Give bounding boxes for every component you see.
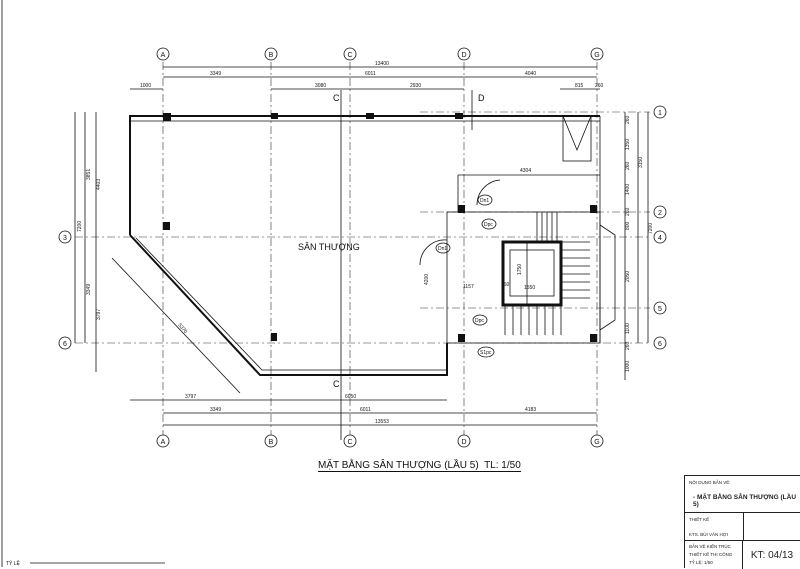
svg-text:S1pc: S1pc: [480, 350, 492, 356]
svg-text:A: A: [161, 52, 166, 59]
designer: KTS. BÙI VĂN HỢI: [689, 532, 728, 537]
svg-text:260: 260: [625, 341, 631, 350]
svg-text:2930: 2930: [410, 83, 421, 89]
columns: [163, 113, 597, 342]
svg-text:2050: 2050: [625, 271, 631, 282]
svg-text:3797: 3797: [96, 309, 102, 320]
section-mark: C: [333, 379, 340, 389]
room-label: SÂN THƯỢNG: [298, 242, 360, 252]
stairs: [504, 212, 590, 335]
svg-text:3797: 3797: [185, 394, 196, 400]
svg-text:7200: 7200: [648, 223, 654, 234]
svg-text:4304: 4304: [520, 168, 531, 174]
section-mark: D: [478, 93, 485, 103]
svg-text:6: 6: [63, 341, 67, 348]
svg-text:260: 260: [595, 83, 604, 89]
svg-text:Dn1: Dn1: [438, 246, 447, 252]
svg-text:4403: 4403: [96, 179, 102, 190]
dimensions-bottom: 3797 6050 3349 6011 4183 13553: [130, 394, 597, 426]
svg-text:C: C: [347, 52, 352, 59]
svg-text:1350: 1350: [625, 139, 631, 150]
svg-text:1157: 1157: [463, 284, 474, 290]
type-line3: TỶ LỆ: 1/50: [689, 560, 713, 565]
design-label: THIẾT KẾ: [689, 517, 710, 522]
svg-text:3349: 3349: [210, 407, 221, 413]
svg-text:6: 6: [658, 341, 662, 348]
svg-text:260: 260: [625, 207, 631, 216]
svg-text:7200: 7200: [77, 221, 83, 232]
scale-bar: TỶ LỆ: [6, 559, 165, 567]
walls: [111, 115, 616, 394]
svg-text:1100: 1100: [625, 323, 631, 334]
svg-text:Dpc: Dpc: [475, 318, 484, 324]
title-block: NỘI DUNG BẢN VẼ: - MẶT BẰNG SÂN THƯỢNG (…: [684, 475, 800, 569]
svg-text:1000: 1000: [625, 361, 631, 372]
svg-text:6011: 6011: [360, 407, 371, 413]
svg-text:815: 815: [575, 83, 584, 89]
svg-text:A: A: [161, 439, 166, 446]
svg-text:2: 2: [658, 210, 662, 217]
svg-text:13553: 13553: [375, 419, 389, 425]
core-dimensions: 4304 4200 1157 150 1550 1750 5370: [176, 168, 535, 335]
svg-text:260: 260: [625, 115, 631, 124]
svg-text:3150: 3150: [638, 157, 644, 168]
svg-text:B: B: [269, 52, 274, 59]
svg-text:4040: 4040: [525, 71, 536, 77]
svg-text:D: D: [461, 439, 466, 446]
svg-text:4: 4: [658, 235, 662, 242]
svg-text:3349: 3349: [86, 284, 92, 295]
svg-text:1000: 1000: [140, 83, 151, 89]
sheet-number: KT: 04/13: [750, 549, 794, 561]
svg-text:3: 3: [63, 235, 67, 242]
svg-text:4200: 4200: [424, 274, 430, 285]
content-value: - MẶT BẰNG SÂN THƯỢNG (LẦU 5): [693, 494, 797, 508]
door-tags: Dn1 Dpc Dn1 Dpc S1pc: [419, 179, 501, 358]
svg-text:Dpc: Dpc: [484, 222, 493, 228]
svg-text:150: 150: [501, 282, 510, 288]
svg-text:1: 1: [658, 110, 662, 117]
drawing-title: MẶT BẰNG SÂN THƯỢNG (LẦU 5) TL: 1/50: [318, 460, 521, 472]
dimensions-top: 13400 3349 6011 4040 1000 3080 2930 815 …: [130, 61, 604, 90]
svg-text:D: D: [461, 52, 466, 59]
dimensions-left: 7200 3851 3349 4403 3797: [74, 112, 102, 372]
svg-text:4183: 4183: [525, 407, 536, 413]
section-mark: C: [333, 93, 340, 103]
svg-text:C: C: [347, 439, 352, 446]
svg-text:13400: 13400: [375, 61, 389, 67]
title-scale: TL: 1/50: [484, 460, 521, 471]
svg-text:3349: 3349: [210, 71, 221, 77]
svg-text:3851: 3851: [86, 169, 92, 180]
type-line2: THIẾT KẾ THI CÔNG: [689, 552, 733, 557]
svg-text:1400: 1400: [625, 184, 631, 195]
svg-text:6011: 6011: [365, 71, 376, 77]
content-label: NỘI DUNG BẢN VẼ:: [689, 480, 731, 485]
svg-text:260: 260: [625, 161, 631, 170]
grid-bubbles: A B C D G A B C D G 3 6 1 2 4 5 6: [58, 47, 667, 448]
title-text: MẶT BẰNG SÂN THƯỢNG (LẦU 5): [318, 460, 479, 471]
svg-text:G: G: [594, 439, 599, 446]
svg-text:G: G: [594, 52, 599, 59]
svg-text:B: B: [269, 439, 274, 446]
dimensions-right: 260 1350 260 1400 260 3150 800 2050 1100…: [624, 112, 654, 380]
svg-text:1550: 1550: [524, 285, 535, 291]
svg-text:TỶ LỆ: TỶ LỆ: [6, 559, 21, 567]
svg-text:6050: 6050: [345, 394, 356, 400]
title-block-content: NỘI DUNG BẢN VẼ: - MẶT BẰNG SÂN THƯỢNG (…: [685, 476, 800, 513]
svg-text:800: 800: [625, 221, 631, 230]
svg-text:Dn1: Dn1: [480, 198, 489, 204]
svg-text:5370: 5370: [176, 322, 188, 335]
type-line1: BẢN VẼ KIẾN TRÚC: [689, 544, 731, 549]
svg-text:5: 5: [658, 306, 662, 313]
svg-text:1750: 1750: [517, 264, 523, 275]
svg-text:3080: 3080: [315, 83, 326, 89]
